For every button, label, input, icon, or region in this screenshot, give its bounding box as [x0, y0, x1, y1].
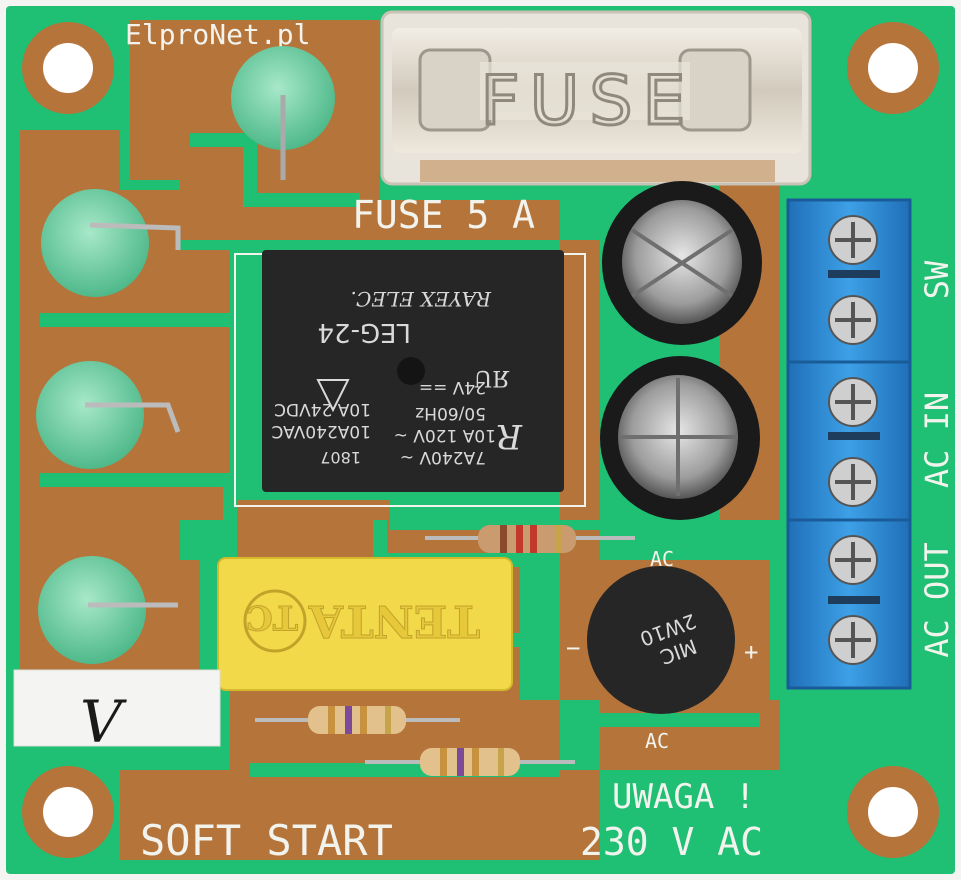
brand-silkscreen: ElproNet.pl [125, 18, 310, 51]
warning-triangle-icon [316, 379, 350, 413]
relay-text-5060hz: 50/60Hz [415, 403, 486, 423]
label-sticker [13, 669, 221, 747]
screw-terminal-1[interactable] [828, 215, 878, 265]
screw-terminal-5[interactable] [828, 535, 878, 585]
bridge-rectifier: MIC 2W10 [587, 566, 735, 714]
mounting-hole-icon [847, 766, 939, 858]
resistor-3 [365, 748, 575, 776]
terminal-label-sw: SW [918, 260, 956, 299]
mounting-hole-icon [22, 766, 114, 858]
mounting-hole-icon [22, 22, 114, 114]
bridge-plus: + [744, 638, 758, 666]
capacitor-top [602, 181, 762, 345]
relay-text-1807: 1807 [320, 448, 361, 467]
resistor-2 [255, 706, 460, 734]
relay-model: LEG-24 [317, 317, 411, 347]
relay-maker: RAYEX ELEC. [350, 287, 492, 311]
ul-recognized-icon: ЯU [474, 365, 510, 390]
relay-text-10a24vdc: 10A 24VDC [274, 399, 371, 419]
terminal-block [786, 198, 912, 690]
screw-terminal-2[interactable] [828, 295, 878, 345]
relay-text-24v: 24V == [419, 377, 486, 397]
bridge-ac-bottom: AC [645, 729, 669, 753]
terminal-label-ac-out: AC OUT [918, 542, 956, 658]
fuse-holder: FUSE [380, 10, 812, 186]
coil-3 [38, 556, 178, 664]
relay-text-7a240v: 7A240V ~ [400, 447, 486, 467]
screw-terminal-6[interactable] [828, 615, 878, 665]
terminal-label-ac-in: AC IN [918, 392, 956, 488]
coil-2 [36, 361, 181, 469]
bridge-minus: − [566, 634, 580, 662]
warning-line-1: UWAGA ! [612, 777, 755, 817]
relay: 1807 7A240V ~ 10A 120V ~ 50/60Hz 10A240V… [262, 250, 564, 492]
fuse-rating: FUSE 5 A [352, 193, 535, 237]
screw-terminal-4[interactable] [828, 457, 878, 507]
mounting-hole-icon [847, 22, 939, 114]
capacitor-brand: TENTA [308, 595, 480, 646]
fuse-label: FUSE [480, 62, 695, 141]
capacitor-bottom [600, 356, 760, 520]
svg-text:ЯU: ЯU [474, 365, 510, 390]
capacitor-logo: TC [246, 597, 298, 637]
resistor-1 [425, 525, 635, 553]
relay-text-10a120v: 10A 120V ~ [394, 425, 496, 445]
board-title: SOFT START [140, 816, 393, 865]
coil-1 [41, 189, 181, 297]
warning-line-2: 230 V AC [580, 820, 763, 864]
screw-terminal-3[interactable] [828, 377, 878, 427]
mounting-holes [22, 22, 939, 858]
svg-text:R: R [496, 416, 523, 456]
rayex-logo-icon: R [496, 416, 523, 456]
relay-text-10a240vac: 10A240VAC [272, 421, 371, 441]
handwritten-mark: V [80, 688, 127, 756]
film-capacitor: TENTA TC [217, 557, 513, 691]
coil-top [231, 46, 335, 180]
